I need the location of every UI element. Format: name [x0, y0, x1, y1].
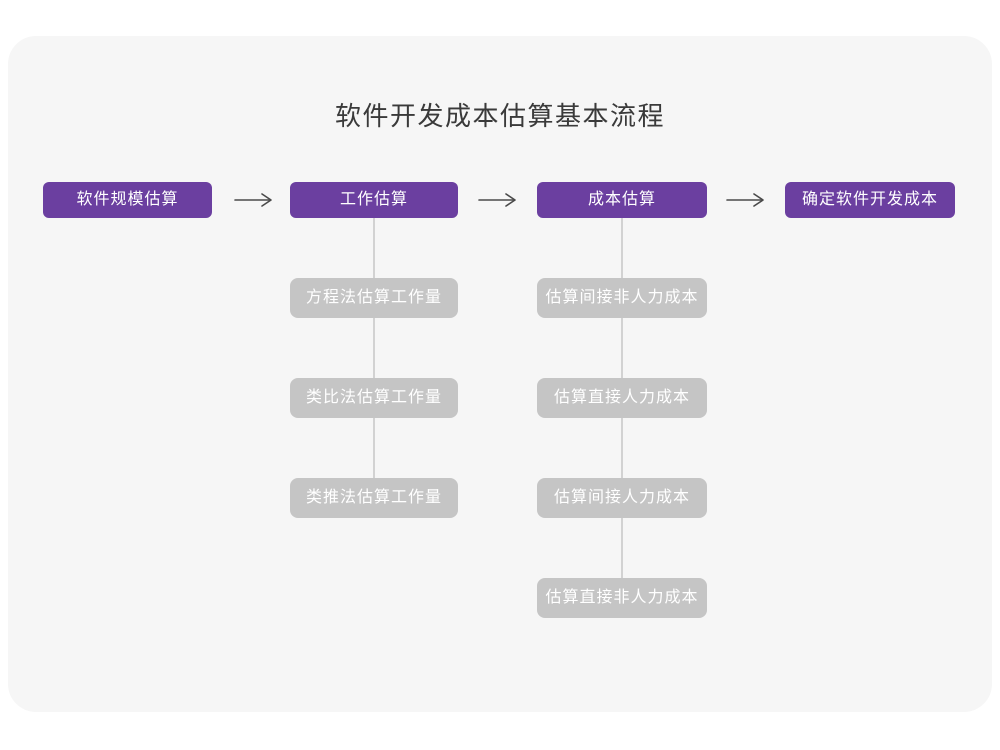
- flow-step-confirm-development-cost: 确定软件开发成本: [785, 182, 955, 218]
- flowchart-card: [8, 36, 992, 712]
- sub-step-direct-labor-cost: 估算直接人力成本: [537, 378, 707, 418]
- sub-step-analogy-method: 类比法估算工作量: [290, 378, 458, 418]
- sub-step-equation-method: 方程法估算工作量: [290, 278, 458, 318]
- arrow-right-icon: [234, 192, 274, 208]
- sub-step-indirect-labor-cost: 估算间接人力成本: [537, 478, 707, 518]
- flow-step-cost-estimation: 成本估算: [537, 182, 707, 218]
- arrow-right-icon: [478, 192, 518, 208]
- flow-step-software-size-estimation: 软件规模估算: [43, 182, 212, 218]
- flow-step-work-estimation: 工作估算: [290, 182, 458, 218]
- sub-step-direct-non-labor-cost: 估算直接非人力成本: [537, 578, 707, 618]
- connector-line-work-estimation: [373, 218, 375, 498]
- sub-step-extrapolation-method: 类推法估算工作量: [290, 478, 458, 518]
- sub-step-indirect-non-labor-cost: 估算间接非人力成本: [537, 278, 707, 318]
- page-title: 软件开发成本估算基本流程: [334, 101, 665, 131]
- arrow-right-icon: [726, 192, 766, 208]
